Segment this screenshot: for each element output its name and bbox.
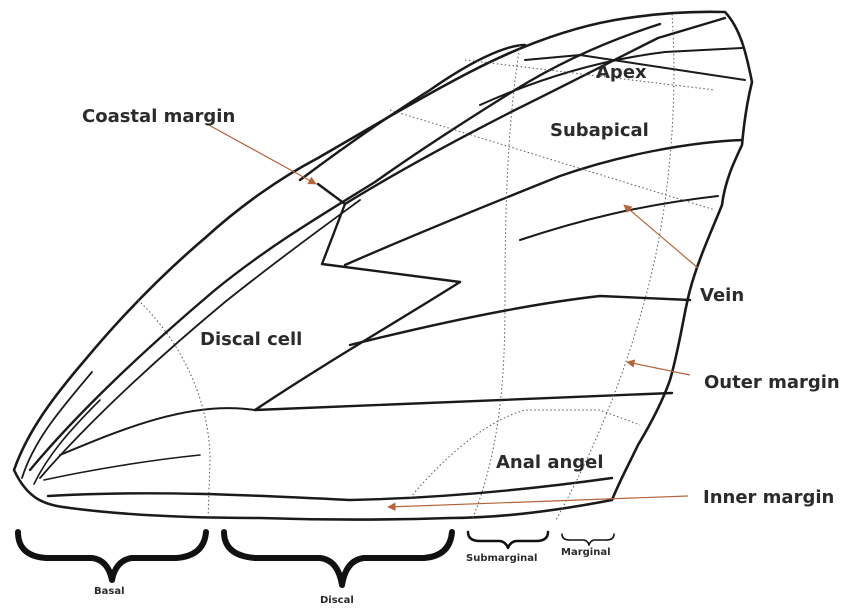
label-discal: Discal: [320, 595, 354, 606]
label-coastal-margin: Coastal margin: [82, 106, 235, 127]
label-vein: Vein: [700, 285, 744, 306]
brace-submarginal: [468, 532, 548, 548]
label-discal-cell: Discal cell: [200, 329, 302, 350]
label-anal-angel: Anal angel: [496, 452, 604, 473]
arrow-vein: [624, 205, 698, 268]
costal-veins: [30, 24, 660, 478]
zone-boundaries: [138, 14, 715, 520]
label-marginal: Marginal: [561, 547, 611, 558]
label-inner-margin: Inner margin: [703, 487, 834, 508]
annotation-arrows: [207, 124, 698, 507]
label-outer-margin: Outer margin: [704, 372, 840, 393]
label-subapical: Subapical: [550, 120, 649, 141]
part-labels: Coastal margin Apex Subapical Vein Disca…: [82, 62, 840, 508]
arrow-outer-margin: [627, 362, 690, 375]
label-apex: Apex: [596, 62, 647, 83]
label-basal: Basal: [94, 586, 125, 597]
brace-marginal: [562, 534, 614, 545]
label-submarginal: Submarginal: [466, 553, 537, 564]
radial-veins: [44, 18, 745, 500]
wing-outline: [14, 12, 752, 520]
brace-discal: [224, 532, 452, 585]
brace-basal: [18, 532, 206, 580]
arrow-coastal-margin: [207, 124, 316, 184]
